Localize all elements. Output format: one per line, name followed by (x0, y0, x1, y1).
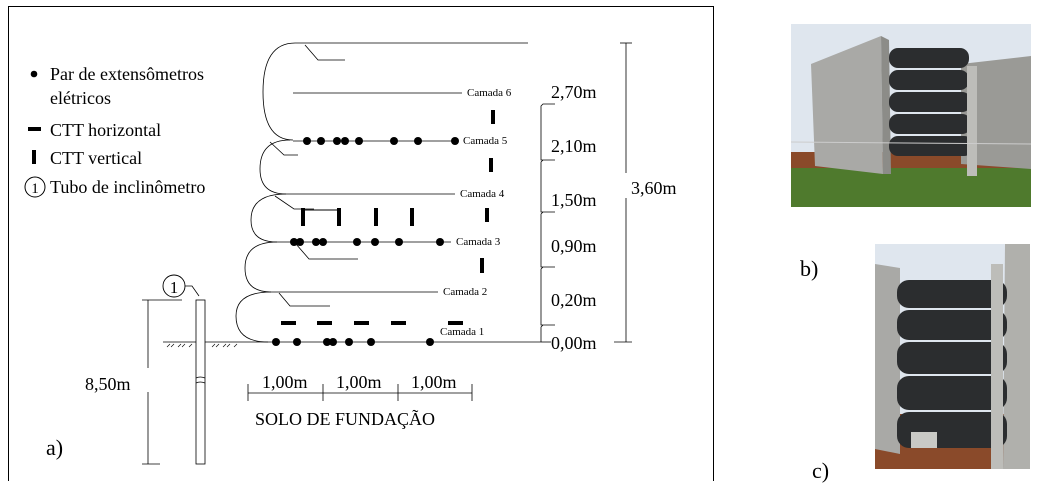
strain-gauge-pair (333, 137, 341, 145)
spacing-label: 1,00m (262, 372, 308, 392)
panel-a-frame (8, 6, 714, 481)
strain-gauge-pair (296, 238, 304, 246)
strain-gauge-pair (414, 137, 422, 145)
panel-c-caption: c) (812, 458, 830, 483)
strain-gauge-pair (371, 238, 379, 246)
legend-item-strain-gauge-line1: Par de extensômetros (50, 64, 204, 84)
elevation-label: 2,10m (551, 136, 597, 156)
layer-label-2: Camada 2 (443, 286, 487, 298)
spacing-dimension (247, 384, 473, 401)
strain-gauge-pair (345, 338, 353, 346)
ctt-vertical-sensors (301, 110, 495, 273)
ctt-horizontal (281, 321, 296, 325)
strain-gauge-pair (390, 137, 398, 145)
strain-gauge-pair (451, 137, 459, 145)
elevation-staircase (540, 103, 555, 343)
ctt-vertical (301, 208, 305, 226)
strain-gauge-pair (426, 338, 434, 346)
layer-label-3: Camada 3 (456, 236, 501, 248)
ctt-vertical (480, 258, 484, 273)
strain-gauge-pair (303, 137, 311, 145)
ctt-horizontal (391, 321, 406, 325)
layer-label-6: Camada 6 (467, 87, 512, 99)
strain-gauge-pair (329, 338, 337, 346)
ctt-horizontal-dash-icon (28, 127, 41, 131)
inclinometer-legend-marker: 1 (31, 181, 39, 197)
strain-gauge-pair (353, 238, 361, 246)
spacing-labels: 1,00m 1,00m 1,00m (262, 372, 457, 392)
wall-instrumentation-diagram: Par de extensômetros elétricos CTT horiz… (24, 42, 677, 465)
photo-c-wall-side (875, 244, 1030, 469)
ctt-horizontal (448, 321, 463, 325)
strain-gauge-pair (293, 338, 301, 346)
panel-a-caption: a) (46, 435, 63, 460)
strain-gauge-pair (312, 238, 320, 246)
layer-label-5: Camada 5 (463, 135, 508, 147)
inclinometer-tube: 1 (162, 274, 206, 465)
ctt-vertical (489, 158, 493, 172)
ctt-vertical (337, 208, 341, 226)
panel-b-caption: b) (800, 256, 819, 281)
spacing-label: 1,00m (336, 372, 382, 392)
layer-labels: Camada 6 Camada 5 Camada 4 Camada 3 Cama… (440, 87, 512, 338)
ctt-horizontal (354, 321, 369, 325)
inclinometer-depth-label: 8,50m (85, 374, 131, 394)
legend: Par de extensômetros elétricos CTT horiz… (24, 64, 205, 198)
ctt-vertical (410, 208, 414, 226)
inclinometer-marker: 1 (170, 278, 179, 297)
elevation-label: 0,90m (551, 236, 597, 256)
photo-b-wall-front (791, 24, 1031, 207)
wall-layers (235, 42, 296, 343)
legend-item-ctt-horizontal: CTT horizontal (50, 120, 161, 140)
legend-item-strain-gauge-line2: elétricos (50, 88, 111, 108)
ctt-vertical (491, 110, 495, 124)
strain-gauge-pair (341, 137, 349, 145)
strain-gauge-pair-dot-icon (30, 70, 38, 78)
strain-gauge-pair (367, 338, 375, 346)
strain-gauge-pair (395, 238, 403, 246)
elevation-label: 0,20m (551, 290, 597, 310)
elevation-labels: 2,70m 2,10m 1,50m 0,90m 0,20m 0,00m (551, 82, 597, 353)
ctt-vertical (374, 208, 378, 226)
elevation-label: 0,00m (551, 333, 597, 353)
foundation-label: SOLO DE FUNDAÇÃO (255, 408, 435, 429)
strain-gauges (272, 137, 459, 346)
ctt-horizontal-sensors (281, 321, 463, 325)
strain-gauge-pair (323, 338, 331, 346)
total-height-dimension (614, 42, 632, 343)
strain-gauge-pair (272, 338, 280, 346)
inclinometer-depth-dimension (142, 299, 182, 465)
layer-label-4: Camada 4 (460, 188, 505, 200)
legend-item-inclinometer: Tubo de inclinômetro (50, 177, 205, 197)
total-height-label: 3,60m (631, 178, 677, 198)
strain-gauge-pair (319, 238, 327, 246)
ctt-horizontal (317, 321, 332, 325)
legend-item-ctt-vertical: CTT vertical (50, 148, 142, 168)
inclinometer-tube-circle-icon: 1 (24, 176, 46, 198)
strain-gauge-pair (317, 137, 325, 145)
spacing-label: 1,00m (411, 372, 457, 392)
strain-gauge-pair (436, 238, 444, 246)
strain-gauge-pair (290, 238, 298, 246)
elevation-label: 2,70m (551, 82, 597, 102)
ctt-vertical-bar-icon (32, 150, 36, 164)
elevation-label: 1,50m (551, 190, 597, 210)
strain-gauge-pair (355, 137, 363, 145)
ctt-vertical (485, 208, 489, 222)
layer-label-1: Camada 1 (440, 326, 484, 338)
